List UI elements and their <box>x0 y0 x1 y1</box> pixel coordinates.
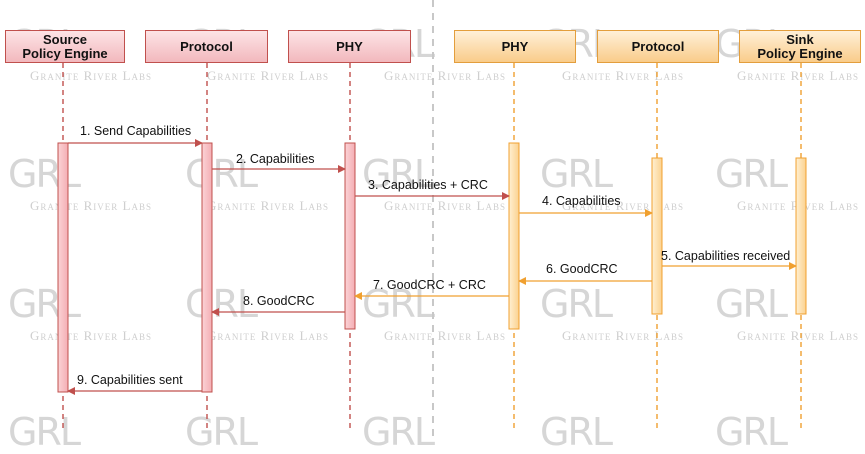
activation-bar-snk-phy <box>508 142 520 330</box>
message-label-4: 4. Capabilities <box>542 194 621 208</box>
message-label-3: 3. Capabilities + CRC <box>368 178 488 192</box>
message-label-1: 1. Send Capabilities <box>80 124 192 138</box>
message-label-6: 6. GoodCRC <box>546 262 618 276</box>
message-label-8: 8. GoodCRC <box>243 294 315 308</box>
participant-source-protocol: Protocol <box>145 30 268 63</box>
participant-sink-phy: PHY <box>454 30 576 63</box>
message-label-7: 7. GoodCRC + CRC <box>373 278 486 292</box>
activation-bar-snk-pe <box>795 157 807 315</box>
activation-bar-src-phy <box>344 142 356 330</box>
participant-sink-protocol: Protocol <box>597 30 719 63</box>
message-label-9: 9. Capabilities sent <box>77 373 183 387</box>
participant-source-policy-engine: Source Policy Engine <box>5 30 125 63</box>
participant-sink-policy-engine: Sink Policy Engine <box>739 30 861 63</box>
activation-bar-src-pe <box>57 142 69 393</box>
diagram-canvas <box>57 0 807 440</box>
participant-source-phy: PHY <box>288 30 411 63</box>
message-label-2: 2. Capabilities <box>236 152 315 166</box>
message-label-5: 5. Capabilities received <box>661 249 791 263</box>
activation-bar-src-prot <box>201 142 213 393</box>
activation-bar-snk-prot <box>651 157 663 315</box>
